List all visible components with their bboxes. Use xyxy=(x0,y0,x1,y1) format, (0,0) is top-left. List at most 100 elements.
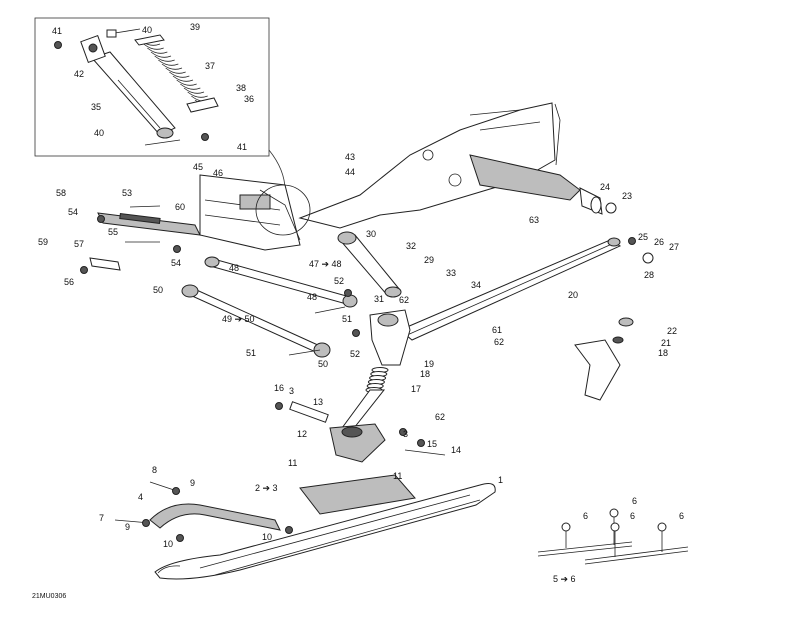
callout-c52a: 52 xyxy=(334,276,344,286)
callout-c6c: 6 xyxy=(630,511,635,521)
spring-coil xyxy=(158,59,179,66)
spring-coil xyxy=(165,67,186,74)
callout-c43: 43 xyxy=(345,152,355,162)
callout-c22: 22 xyxy=(667,326,677,336)
callout-c30: 30 xyxy=(366,229,376,239)
callout-c25: 25 xyxy=(638,232,648,242)
shock-spring xyxy=(139,39,216,106)
spring-lower-cap xyxy=(186,97,219,113)
callout-c54a: 54 xyxy=(68,207,78,217)
callout-c38: 38 xyxy=(236,83,246,93)
ski-wear-plate xyxy=(299,474,416,515)
steering-column xyxy=(337,231,402,298)
callout-c23b: 23 xyxy=(622,191,632,201)
callout-c41a: 41 xyxy=(52,26,62,36)
upper-radius-rod xyxy=(204,256,358,308)
callout-c49: 49 ➔ 50 xyxy=(222,314,255,324)
callout-c1: 1 xyxy=(498,475,503,485)
callout-c59: 59 xyxy=(38,237,48,247)
spring-coil xyxy=(147,47,168,54)
callout-c46: 46 xyxy=(213,168,223,178)
spring-coil xyxy=(176,79,197,86)
side-mount xyxy=(574,317,634,401)
callout-c24: 24 xyxy=(600,182,610,192)
callout-c8: 8 xyxy=(152,465,157,475)
callout-c52b: 52 xyxy=(350,349,360,359)
callout-c18a: 18 xyxy=(420,369,430,379)
ski xyxy=(154,483,496,580)
bolt-51-lower xyxy=(288,349,321,356)
carbide-runners xyxy=(537,508,689,565)
callout-c40a: 40 xyxy=(142,25,152,35)
callout-c10a: 10 xyxy=(262,532,272,542)
spring-coil xyxy=(154,55,175,62)
spindle-spring xyxy=(365,367,389,393)
callout-c28: 28 xyxy=(644,270,654,280)
callout-c61: 61 xyxy=(492,325,502,335)
front-cross-member xyxy=(199,174,301,251)
spring-coil xyxy=(172,75,194,82)
callout-c57: 57 xyxy=(74,239,84,249)
callout-c26: 26 xyxy=(654,237,664,247)
spring-coil xyxy=(150,51,172,58)
shock-absorber xyxy=(80,34,176,139)
lower-radius-rod xyxy=(181,284,331,358)
callout-c51b: 51 xyxy=(246,348,256,358)
callout-c16: 16 xyxy=(274,383,284,393)
ski-leg xyxy=(329,423,386,463)
callout-c6d: 6 xyxy=(679,511,684,521)
callout-c15: 15 xyxy=(427,439,437,449)
spring-coil xyxy=(180,83,201,90)
lower-shock-bolt xyxy=(144,139,181,146)
callout-c11a: 11 xyxy=(288,458,297,468)
callout-c29: 29 xyxy=(424,255,434,265)
nut-41-upper xyxy=(54,41,62,49)
callout-c56: 56 xyxy=(64,277,74,287)
spring-coil xyxy=(161,63,183,70)
callout-c37: 37 xyxy=(205,61,215,71)
callout-c60: 60 xyxy=(175,202,185,212)
callout-c48b: 48 xyxy=(307,292,317,302)
callout-c47: 47 ➔ 48 xyxy=(309,259,342,269)
callout-c62b: 62 xyxy=(494,337,504,347)
callout-c23: 2 ➔ 3 xyxy=(255,483,278,493)
nut-41-lower xyxy=(201,133,209,141)
callout-c7: 7 xyxy=(99,513,104,523)
spring-coil xyxy=(187,91,208,98)
bumper-bracket xyxy=(89,257,121,271)
bolt-51-upper xyxy=(314,306,346,314)
callout-c53: 53 xyxy=(122,188,132,198)
callout-c20: 20 xyxy=(568,290,578,300)
callout-c62c: 62 xyxy=(435,412,445,422)
spring-coil xyxy=(169,71,190,78)
hardware-nuts xyxy=(80,202,654,542)
spring-coil xyxy=(143,43,164,50)
chassis-frame xyxy=(298,102,603,229)
callout-c17: 17 xyxy=(411,384,421,394)
callout-c33: 33 xyxy=(446,268,456,278)
callout-c21: 21 xyxy=(661,338,671,348)
callout-c12: 12 xyxy=(297,429,307,439)
callout-c19: 19 xyxy=(424,359,434,369)
callout-c6a: 6 xyxy=(583,511,588,521)
callout-c36: 36 xyxy=(244,94,254,104)
callout-c63: 63 xyxy=(529,215,539,225)
callout-c51a: 51 xyxy=(342,314,352,324)
spring-coil xyxy=(183,87,205,94)
front-bumper-bar xyxy=(97,212,201,236)
upper-shock-bolt xyxy=(114,28,141,34)
callout-c45: 45 xyxy=(193,162,203,172)
callout-c34: 34 xyxy=(471,280,481,290)
bolt-14 xyxy=(404,449,446,456)
callout-c4: 4 xyxy=(138,492,143,502)
spindle-housing xyxy=(369,309,411,366)
shock-detail-inset-frame xyxy=(34,17,270,157)
callout-c44: 44 xyxy=(345,167,355,177)
callout-c39: 39 xyxy=(190,22,200,32)
callout-c9a: 9 xyxy=(190,478,195,488)
callout-c32: 32 xyxy=(406,241,416,251)
callout-c3b: 3 xyxy=(403,429,408,439)
